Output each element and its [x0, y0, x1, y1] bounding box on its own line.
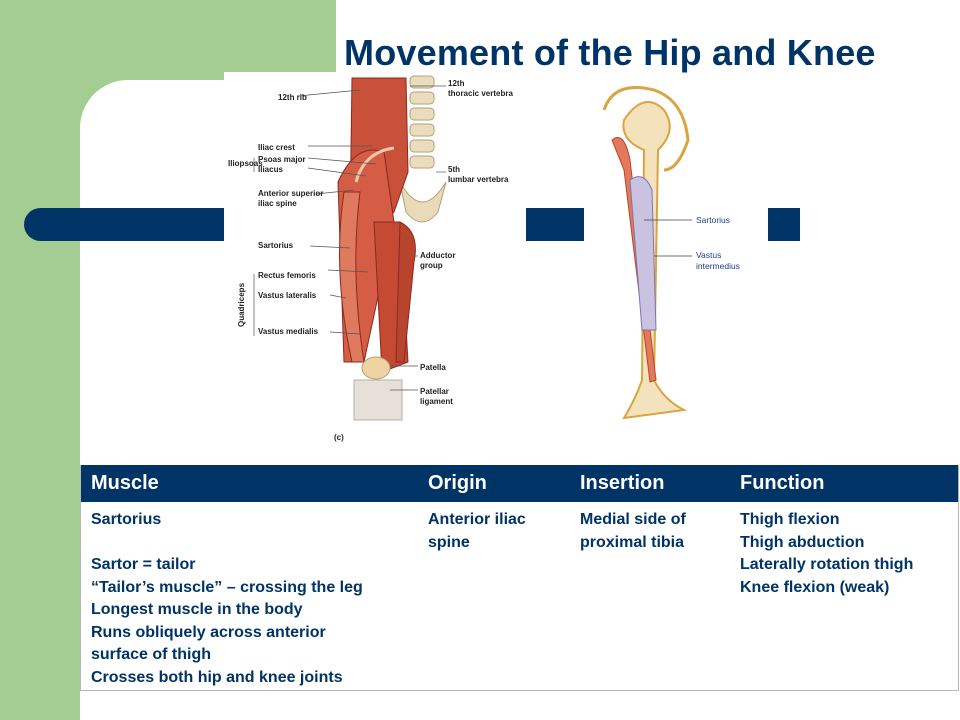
sartorius-vastus-figure: Sartorius Vastus intermedius: [584, 80, 768, 436]
anterior-thigh-muscles-figure: 12th rib 12th thoracic vertebra Iliac cr…: [224, 72, 526, 446]
slide-title: Movement of the Hip and Knee: [344, 32, 876, 73]
muscle-line: Runs obliquely across anterior: [91, 623, 326, 641]
cell-insertion: Medial side of proximal tibia: [570, 509, 730, 689]
label-5th-lumbar-line1: 5th: [448, 165, 460, 174]
header-function: Function: [740, 472, 825, 494]
sartorius-illustration: Sartorius Vastus intermedius: [602, 86, 740, 420]
label-asis-line2: iliac spine: [258, 199, 297, 208]
figure-labels: 12th rib 12th thoracic vertebra Iliac cr…: [228, 79, 513, 442]
label-sartorius: Sartorius: [258, 241, 294, 250]
function-line: Thigh flexion: [740, 511, 840, 528]
table-header-row: Muscle Origin Insertion Function: [81, 465, 958, 502]
label-12th-thoracic-line2: thoracic vertebra: [448, 89, 513, 98]
label-5th-lumbar-line2: lumbar vertebra: [448, 175, 509, 184]
label-12th-rib: 12th rib: [278, 93, 307, 102]
header-insertion: Insertion: [580, 472, 665, 494]
header-muscle: Muscle: [91, 472, 159, 494]
origin-line: Anterior iliac: [428, 511, 526, 528]
label-asis-line1: Anterior superior: [258, 189, 323, 198]
cell-origin: Anterior iliac spine: [418, 509, 570, 689]
muscle-line: Sartor = tailor: [91, 556, 196, 573]
table-row: Sartorius Sartor = tailor “Tailor’s musc…: [81, 502, 958, 689]
cell-muscle: Sartorius Sartor = tailor “Tailor’s musc…: [81, 509, 418, 689]
label-panel-c: (c): [334, 433, 344, 442]
label-iliacus: Iliacus: [258, 165, 283, 174]
label-vastus-intermedius-line2: intermedius: [696, 261, 740, 271]
label-12th-thoracic-line1: 12th: [448, 79, 465, 88]
cell-function: Thigh flexion Thigh abduction Laterally …: [730, 509, 958, 689]
label-vastus-lateralis: Vastus lateralis: [258, 291, 317, 300]
muscle-info-table: Muscle Origin Insertion Function Sartori…: [80, 465, 959, 691]
vertebral-column-drawing: [399, 75, 447, 223]
function-line: Laterally rotation thigh: [740, 556, 914, 573]
label-adductor-line2: group: [420, 261, 443, 270]
label-vastus-intermedius-line1: Vastus: [696, 250, 721, 260]
label-psoas-major: Psoas major: [258, 155, 306, 164]
muscle-line: Sartorius: [91, 511, 162, 528]
sartorius-muscle-drawing: [611, 137, 657, 383]
muscle-line: “Tailor’s muscle” – crossing the leg: [91, 578, 363, 596]
muscle-line-blank: [91, 532, 418, 555]
insertion-line: proximal tibia: [580, 533, 685, 551]
label-quadriceps: Quadriceps: [237, 282, 246, 327]
label-adductor-line1: Adductor: [420, 251, 456, 260]
white-top-area: [336, 0, 960, 80]
label-patella: Patella: [420, 363, 446, 372]
muscle-line: surface of thigh: [91, 646, 212, 663]
label-patellar-ligament-line1: Patellar: [420, 387, 449, 396]
label-patellar-ligament-line2: ligament: [420, 397, 453, 406]
muscle-line: Longest muscle in the body: [91, 601, 303, 618]
function-line: Thigh abduction: [740, 533, 865, 551]
anterior-thigh-illustration: 12th rib 12th thoracic vertebra Iliac cr…: [228, 75, 513, 442]
insertion-line: Medial side of: [580, 511, 686, 528]
label-iliopsoas: Iliopsoas: [228, 159, 263, 168]
function-line: Knee flexion (weak): [740, 578, 890, 596]
label-iliac-crest: Iliac crest: [258, 143, 295, 152]
header-origin: Origin: [428, 472, 487, 494]
right-leader-lines: [644, 219, 692, 257]
thigh-muscles-drawing: [337, 77, 416, 421]
label-rectus-femoris: Rectus femoris: [258, 271, 316, 280]
label-right-sartorius: Sartorius: [696, 215, 730, 225]
label-vastus-medialis: Vastus medialis: [258, 327, 319, 336]
label-leader-lines: [253, 85, 446, 391]
origin-line: spine: [428, 533, 470, 551]
muscle-line: Crosses both hip and knee joints: [91, 668, 343, 686]
